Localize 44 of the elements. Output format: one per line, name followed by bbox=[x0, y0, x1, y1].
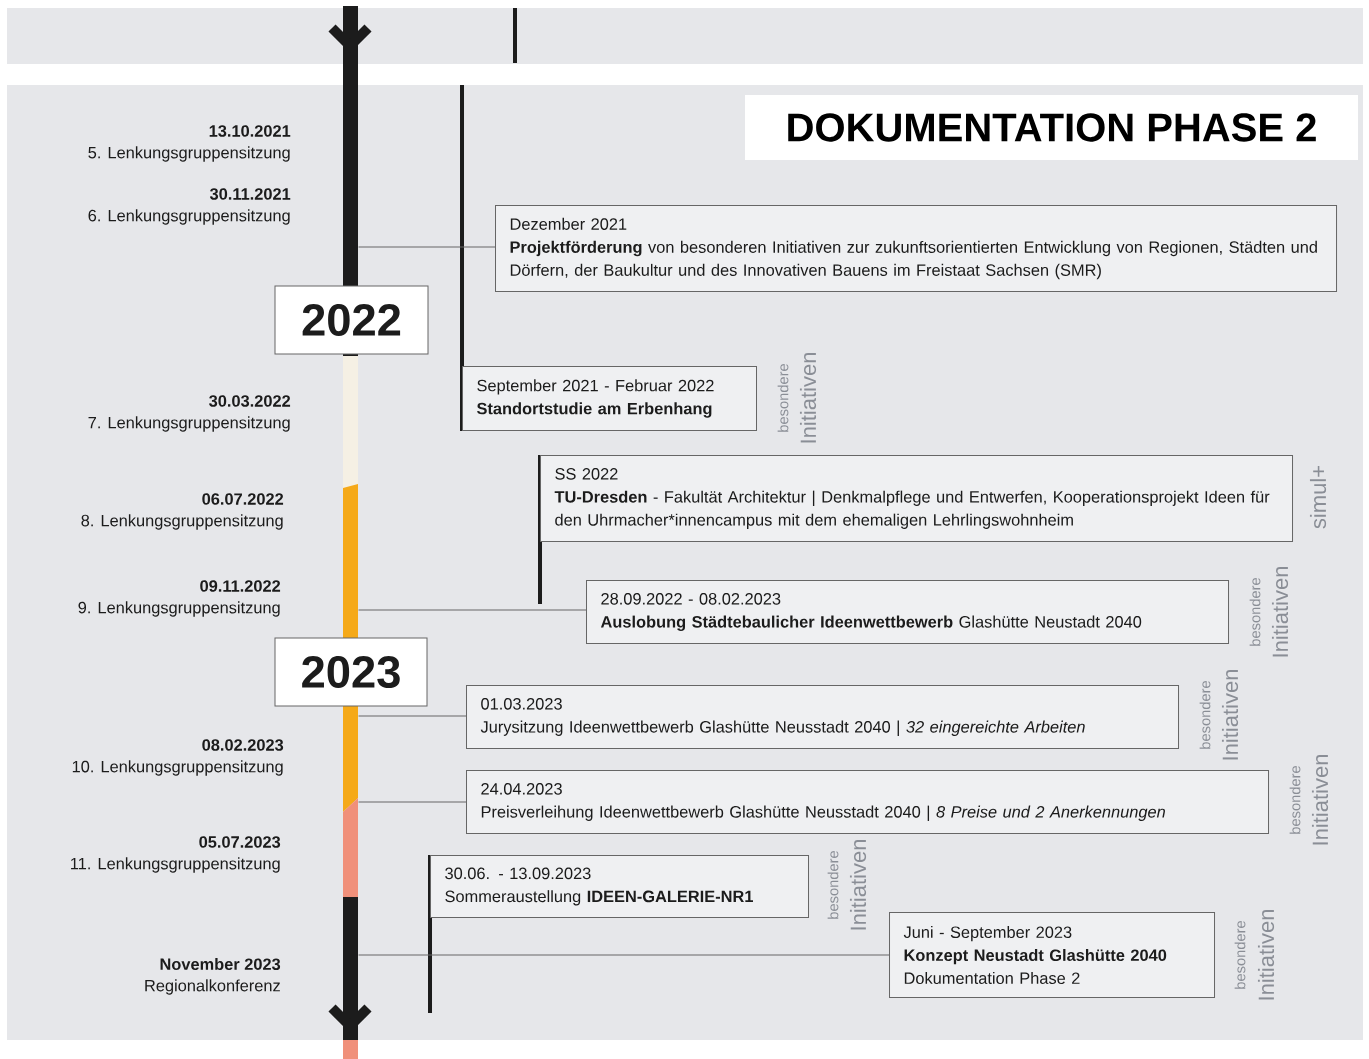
event-box: September 2021 - Februar 2022 Standortstudie am Erbenhang bbox=[462, 366, 757, 431]
category-label: besondere bbox=[777, 364, 789, 432]
category-label: Initiativen bbox=[1221, 669, 1239, 760]
event-box: SS 2022 TU-Dresden - Fakultät Architektur | Denkmalpflege und Entwerfen, Kooperationsprojekt Ideen für den Uhrmacher*innencampus mit dem ehemaligen Lehrlingswohnheim bbox=[540, 455, 1293, 542]
date-label: 09.11.2022 bbox=[200, 580, 281, 592]
category-label: Initiativen bbox=[1271, 566, 1289, 657]
meeting-label: 11. Lenkungsgruppensitzung bbox=[71, 857, 280, 873]
category-label: besondere bbox=[827, 851, 839, 919]
date-label: 30.11.2021 bbox=[209, 188, 291, 200]
category-label: Initiativen bbox=[849, 839, 867, 930]
category-label: Initiativen bbox=[1311, 754, 1329, 845]
category-label: besondere bbox=[1199, 681, 1211, 749]
date-label: 06.07.2022 bbox=[202, 493, 284, 505]
connector-line bbox=[358, 609, 587, 611]
date-label: 30.03.2022 bbox=[209, 395, 291, 407]
meeting-label: 6. Lenkungsgruppensitzung bbox=[88, 209, 290, 225]
category-label: Initiativen bbox=[1257, 910, 1275, 1000]
event-box: Dezember 2021 Projektförderung von besonderen Initiativen zur zukunftsorientierten Entwicklung von Regionen, Städten und Dörfern, der Baukultur und des Innovativen Bauens im Freistaat Sachsen (SMR) bbox=[495, 205, 1337, 292]
event-box: 28.09.2022 - 08.02.2023 Auslobung Städtebaulicher Ideenwettbewerb Glashütte Neustadt 2040 bbox=[586, 580, 1229, 644]
year-box: 2022 bbox=[274, 285, 429, 355]
date-label: 13.10.2021 bbox=[209, 125, 291, 137]
connector-line bbox=[358, 246, 496, 248]
meeting-label: 7. Lenkungsgruppensitzung bbox=[88, 416, 290, 432]
date-label: November 2023 bbox=[160, 958, 281, 971]
connector-line bbox=[358, 954, 890, 956]
event-box: 01.03.2023 Jurysitzung Ideenwettbewerb Glashütte Neusstadt 2040 | 32 eingereichte Arbeiten bbox=[466, 685, 1179, 749]
year-box: 2023 bbox=[274, 637, 428, 707]
meeting-label: 8. Lenkungsgruppensitzung bbox=[81, 514, 283, 530]
title-banner: DOKUMENTATION PHASE 2 bbox=[745, 95, 1358, 160]
connector-line bbox=[358, 801, 467, 803]
category-label: besondere bbox=[1234, 921, 1246, 989]
date-label: 08.02.2023 bbox=[202, 739, 284, 751]
event-box: 24.04.2023 Preisverleihung Ideenwettbewerb Glashütte Neusstadt 2040 | 8 Preise und 2 Anerkennungen bbox=[466, 770, 1269, 834]
category-label: Initiativen bbox=[799, 352, 817, 443]
connector-line bbox=[358, 715, 467, 717]
date-label: 05.07.2023 bbox=[199, 836, 281, 848]
event-box: 30.06. - 13.09.2023 Sommeraustellung IDEEN-GALERIE-NR1 bbox=[430, 855, 809, 918]
meeting-label: 9. Lenkungsgruppensitzung bbox=[78, 601, 280, 617]
category-label: besondere bbox=[1289, 766, 1301, 834]
event-box: Juni - September 2023 Konzept Neustadt Glashütte 2040 Dokumentation Phase 2 bbox=[889, 912, 1215, 998]
meeting-label: 5. Lenkungsgruppensitzung bbox=[88, 146, 290, 162]
meeting-label: Regionalkonferenz bbox=[145, 979, 280, 995]
meeting-label: 10. Lenkungsgruppensitzung bbox=[72, 760, 283, 776]
category-label: besondere bbox=[1249, 578, 1261, 646]
